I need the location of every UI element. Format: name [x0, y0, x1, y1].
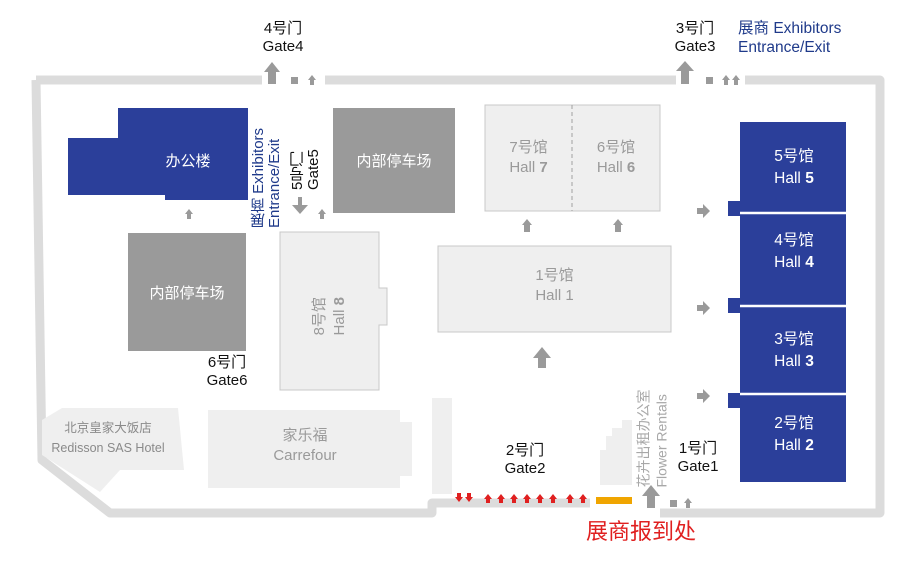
exhibitor-entrance-en2: Entrance/Exit [738, 39, 831, 57]
hall-1-shape [437, 245, 672, 333]
hall-2-label: 2号馆 Hall 2 [742, 413, 846, 458]
hall-8-num: 8 [331, 297, 348, 306]
arrow-up-office [185, 209, 193, 219]
gate6-cn: 6号门 [207, 354, 247, 371]
arrow-right-hall5 [697, 204, 710, 218]
gate3-label: 3号门 Gate3 [664, 20, 726, 56]
checkin-label: 展商报到处 [586, 519, 697, 544]
gate1-label: 1号门 Gate1 [670, 440, 726, 476]
hall-7-label: 7号馆 Hall 7 [485, 138, 572, 179]
hall-4-label: 4号馆 Hall 4 [742, 230, 846, 275]
hall-7-cn: 7号馆 [509, 139, 548, 156]
arrow-up-gate1 [642, 485, 660, 508]
hall-3-en: Hall [774, 353, 806, 371]
arrow-up-hall1 [533, 347, 551, 368]
gate6-label: 6号门 Gate6 [196, 354, 258, 390]
gate2-cn: 2号门 [505, 442, 545, 459]
hall-4-en: Hall [774, 254, 806, 272]
hall-7-num: 7 [539, 159, 548, 177]
carrefour-en: Carrefour [273, 447, 337, 465]
hall-8-shape [279, 231, 388, 391]
gate2-red-arrows [455, 493, 587, 503]
hall-6-num: 6 [626, 159, 636, 177]
office-building-label: 办公楼 [165, 152, 211, 170]
hall-3-label: 3号馆 Hall 3 [742, 329, 846, 374]
exhibitor-entrance-label: 展商 Exhibitors Entrance/Exit [738, 19, 841, 58]
hall-5-label: 5号馆 Hall 5 [742, 146, 846, 191]
gate1-en: Gate1 [677, 458, 719, 475]
arrow-down-gate5 [292, 197, 308, 214]
gate4-en: Gate4 [262, 38, 304, 55]
gate3-en: Gate3 [674, 38, 716, 55]
hall-8-label: 8号馆 Hall 8 [310, 276, 351, 356]
arrow-up-gate3 [676, 61, 694, 84]
hall-4-cn: 4号馆 [774, 232, 814, 249]
gate5-cn: 5号门 [289, 151, 306, 190]
gate5-entrance-cn: 展商 [250, 198, 267, 228]
hall-2-en: Hall [774, 437, 806, 455]
parking-top-label: 内部停车场 [356, 153, 432, 170]
arrow-up-hall7 [522, 219, 532, 232]
exhibitor-entrance-en1: Exhibitors [773, 20, 842, 37]
hotel-shape [42, 408, 184, 492]
hall-5-num: 5 [805, 170, 814, 188]
parking-left-label: 内部停车场 [149, 284, 225, 302]
flower-rentals-shape [600, 420, 632, 485]
gate2-en: Gate2 [504, 460, 546, 477]
hall-8-cn: 8号馆 [310, 297, 328, 336]
flower-cn: 花卉出租办公室 [635, 389, 652, 488]
flower-rentals-label: 花卉出租办公室 Flower Rentals [636, 358, 671, 488]
exhibitor-entrance-cn: 展商 [738, 20, 770, 37]
gate3-cn: 3号门 [675, 20, 715, 37]
carrefour-label: 家乐福 Carrefour [230, 426, 380, 467]
checkin-bar [596, 497, 632, 504]
arrow-up-gate4 [264, 62, 280, 84]
gate1-cn: 1号门 [678, 440, 718, 457]
hall-8-en: Hall [331, 305, 348, 336]
carrefour-shape [208, 410, 412, 488]
carrefour-annex [432, 398, 452, 494]
gate4-cn: 4号门 [263, 20, 303, 37]
gate5-entrance-label: 展商 Exhibitors Entrance/Exit [250, 108, 283, 228]
arrow-up-hall6 [613, 219, 623, 232]
hall-4-num: 4 [805, 254, 814, 272]
hall-5-en: Hall [774, 170, 806, 188]
hall-1-label: 1号馆 Hall 1 [438, 266, 671, 307]
hall-1-en: Hall 1 [535, 287, 574, 305]
hall-6-en: Hall [596, 159, 627, 177]
hall-2-num: 2 [805, 437, 814, 455]
gate5-en: Gate5 [304, 149, 322, 190]
hotel-en: Redisson SAS Hotel [51, 441, 165, 455]
office-building-shape [68, 108, 248, 200]
gate6-en: Gate6 [206, 372, 248, 389]
hotel-label: 北京皇家大饭店 Redisson SAS Hotel [44, 418, 172, 458]
hall-6-label: 6号馆 Hall 6 [572, 138, 660, 179]
hall-6-cn: 6号馆 [596, 139, 636, 156]
arrow-right-hall3 [697, 389, 710, 403]
gate2-label: 2号门 Gate2 [494, 442, 556, 478]
flower-en: Flower Rentals [653, 394, 669, 488]
hall-1-cn: 1号馆 [535, 267, 574, 284]
gate5-label: 5号门 Gate5 [289, 110, 322, 190]
hall-7-en: Hall [509, 159, 540, 177]
hall-5-cn: 5号馆 [774, 148, 814, 165]
arrow-right-hall4 [697, 301, 710, 315]
gate4-label: 4号门 Gate4 [252, 20, 314, 56]
gate5-entrance-en1: Exhibitors [250, 127, 267, 194]
gate5-entrance-en2: Entrance/Exit [265, 138, 283, 228]
carrefour-cn: 家乐福 [282, 427, 328, 444]
hall-3-cn: 3号馆 [774, 331, 814, 348]
parking-left-shape [128, 233, 246, 351]
boundary-wall [31, 75, 885, 518]
hotel-cn: 北京皇家大饭店 [64, 421, 152, 435]
hall-2-cn: 2号馆 [774, 415, 814, 432]
hall-3-num: 3 [805, 353, 814, 371]
parking-top-shape [333, 108, 455, 213]
